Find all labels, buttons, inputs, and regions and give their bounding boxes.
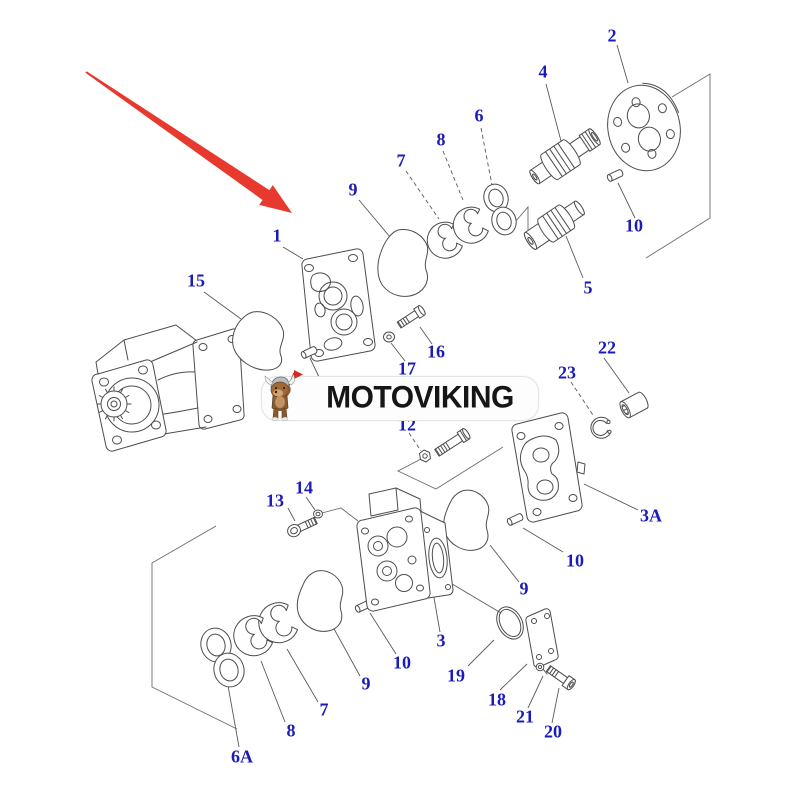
callout-8-top: 8 [436, 129, 446, 150]
callout-10-top: 10 [625, 215, 643, 236]
callout-6: 6 [474, 105, 484, 126]
part-9-gasket-bottom [296, 570, 344, 632]
callout-3: 3 [436, 630, 446, 651]
callout-15: 15 [187, 270, 205, 291]
callout-9-top: 9 [348, 179, 358, 200]
callout-7-top: 7 [396, 150, 406, 171]
callout-1: 1 [272, 225, 282, 246]
part-1-mounting-plate [301, 248, 376, 362]
red-flag-icon [294, 370, 303, 379]
callout-8-bottom: 8 [286, 720, 296, 741]
part-3A-cover-plate [511, 412, 586, 523]
part-19-o-ring [496, 606, 524, 640]
part-18-cover-plate [525, 608, 559, 668]
callout-14: 14 [295, 477, 313, 498]
red-arrow [85, 71, 293, 213]
callout-17: 17 [398, 358, 416, 379]
callout-10-mid: 10 [566, 550, 584, 571]
part-4-drive-gear-shaft [529, 128, 601, 185]
brand-text: MOTOVIKING [326, 380, 514, 415]
callout-5: 5 [583, 277, 593, 298]
part-12-nut [419, 449, 431, 463]
part-10-dowel-pin-mid [506, 513, 524, 526]
pump-spline-shaft [96, 386, 132, 422]
part-6-seal [483, 183, 517, 236]
part-8-snap-ring-top [452, 206, 489, 244]
callout-10-bottom: 10 [393, 652, 411, 673]
part-14-washer [313, 509, 323, 519]
part-10-dowel-pin-plate1 [300, 346, 318, 359]
part-7-snap-ring-top [426, 221, 463, 259]
part-10-dowel-pin-top [606, 169, 624, 182]
part-2-bearing-flange [607, 82, 681, 172]
part-20-bolt [545, 665, 576, 691]
callout-22: 22 [598, 337, 616, 358]
callout-16: 16 [427, 341, 445, 362]
part-15-gasket [232, 311, 285, 371]
callout-3A: 3A [640, 505, 662, 526]
callout-13: 13 [266, 490, 284, 511]
part-9-gasket-mid [443, 489, 490, 551]
callout-4: 4 [538, 61, 548, 82]
viking-dog-mascot [264, 370, 303, 422]
part-12-bolt [434, 428, 471, 457]
callout-2: 2 [607, 25, 617, 46]
callout-7-bottom: 7 [319, 699, 329, 720]
part-21-screw [535, 662, 548, 675]
callout-18: 18 [488, 689, 506, 710]
watermark-banner: MOTOVIKING [261, 370, 539, 422]
callout-6A: 6A [231, 746, 253, 767]
callout-20: 20 [544, 721, 562, 742]
callout-9-mid: 9 [519, 578, 529, 599]
part-6A-seal [200, 627, 245, 688]
callout-21: 21 [516, 706, 534, 727]
part-3-gear-housing [356, 487, 454, 612]
part-13-screw [287, 516, 318, 538]
part-16-bolt [396, 305, 426, 329]
part-17-washer [383, 331, 395, 343]
part-23-snap-ring [590, 416, 612, 439]
part-8-snap-ring-bottom [233, 615, 274, 657]
part-5-driven-gear [523, 200, 585, 250]
callout-19: 19 [447, 665, 465, 686]
leader-lines [203, 44, 639, 748]
pump-assembly-drawing [91, 324, 245, 452]
part-9-gasket-top [377, 229, 429, 297]
callout-9-bottom: 9 [361, 673, 371, 694]
part-22-bushing [619, 391, 649, 419]
callout-23: 23 [558, 362, 576, 383]
